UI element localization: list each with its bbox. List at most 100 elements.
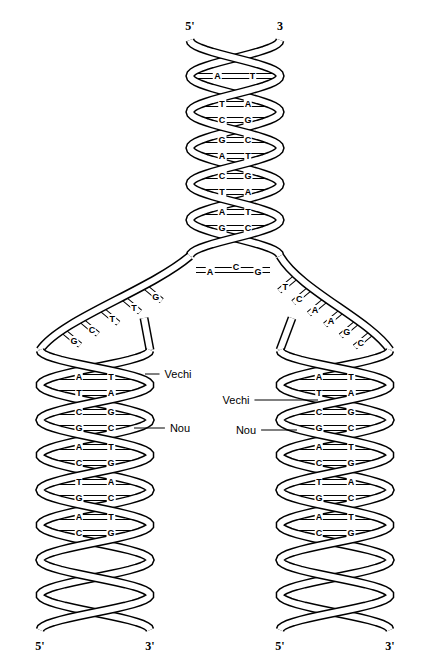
base-letter: C [107,423,116,433]
base-letter: T [244,151,252,161]
leader-line [134,428,165,429]
base-letter: T [109,314,117,324]
strand-outline [280,350,390,630]
strand-end-label: 5' [34,639,45,654]
base-letter: T [218,99,226,109]
leader-line [145,374,160,375]
strand-label: Vechi [221,393,252,407]
strand-label: Nou [234,423,258,437]
base-letter: A [347,477,356,487]
base-letter: A [107,388,116,398]
strand-outline [40,256,190,350]
strands [40,40,390,630]
strand-end-label: 3 [276,19,284,34]
base-letter: C [315,407,324,417]
base-letter: A [347,388,356,398]
base-letter: A [244,99,253,109]
base-letter: G [151,292,160,302]
base-letter: T [347,442,355,452]
strand-end-label: 5' [274,639,285,654]
base-letter: G [107,528,116,538]
strand-ribbon [280,350,390,630]
base-letter: A [315,372,324,382]
strand-outline [280,256,390,350]
strand-outline [40,350,150,630]
base-letter: T [218,187,226,197]
strand-label: Nou [168,421,192,435]
base-letter: T [347,512,355,522]
base-letter: C [347,493,356,503]
base-pair-bar [195,73,275,79]
base-letter: A [311,305,320,315]
base-letter: G [218,135,227,145]
strand-ribbon [40,256,190,350]
base-letter: T [75,388,83,398]
base-letter: C [315,528,324,538]
base-letter: T [107,512,115,522]
base-letter: G [74,423,83,433]
strand-end-label: 3' [144,639,155,654]
strand-outline [40,350,150,630]
strand-end-label: 3' [384,639,395,654]
base-letter: G [347,458,356,468]
base-letter: T [130,303,138,313]
strand-ribbon [190,40,280,256]
base-letter: G [314,423,323,433]
base-letter: G [218,223,227,233]
base-letter: C [357,338,366,348]
strand-outline [144,318,150,350]
base-letter: G [342,327,351,337]
base-letter: C [232,262,241,272]
strand-label: Vechi [163,367,194,381]
base-letter: G [70,336,79,346]
base-letter: C [218,115,227,125]
strand-ribbon [280,318,292,350]
base-letter: T [107,442,115,452]
base-letter: T [315,477,323,487]
strand-ribbon [190,40,280,256]
base-letter: A [75,442,84,452]
strand-ribbon [40,350,150,630]
base-letter: G [347,528,356,538]
strand-outline [190,40,280,256]
base-letter: A [213,71,222,81]
base-letter: T [75,477,83,487]
base-letter: G [243,171,252,181]
leader-lines [134,374,318,430]
strand-outline [280,350,390,630]
base-letter: C [107,493,116,503]
base-pair-bar-fill [195,74,275,78]
strand-ribbon [40,350,150,630]
base-letter: C [244,135,253,145]
base-letter: C [75,407,84,417]
base-letter: C [347,423,356,433]
base-letter: C [315,458,324,468]
base-letter: A [218,151,227,161]
base-letter: A [315,512,324,522]
leader-line [254,400,318,401]
base-letter: A [218,207,227,217]
base-letter: T [249,71,257,81]
base-letter: C [88,325,97,335]
base-letter: T [244,207,252,217]
strand-ribbon [280,350,390,630]
leader-line [261,430,297,431]
strand-outline [280,318,292,350]
base-letter: A [244,187,253,197]
base-letter: G [107,407,116,417]
base-letter: T [347,372,355,382]
strand-end-label: 5' [184,19,195,34]
base-letter: G [107,458,116,468]
base-letter: G [243,115,252,125]
strand-outline [190,40,280,256]
base-letter: T [281,282,289,292]
base-letter: A [75,512,84,522]
base-letter: C [295,294,304,304]
base-letter: G [314,493,323,503]
base-letter: A [107,477,116,487]
strand-ribbon [144,318,150,350]
base-letter: C [218,171,227,181]
base-letter: C [75,528,84,538]
